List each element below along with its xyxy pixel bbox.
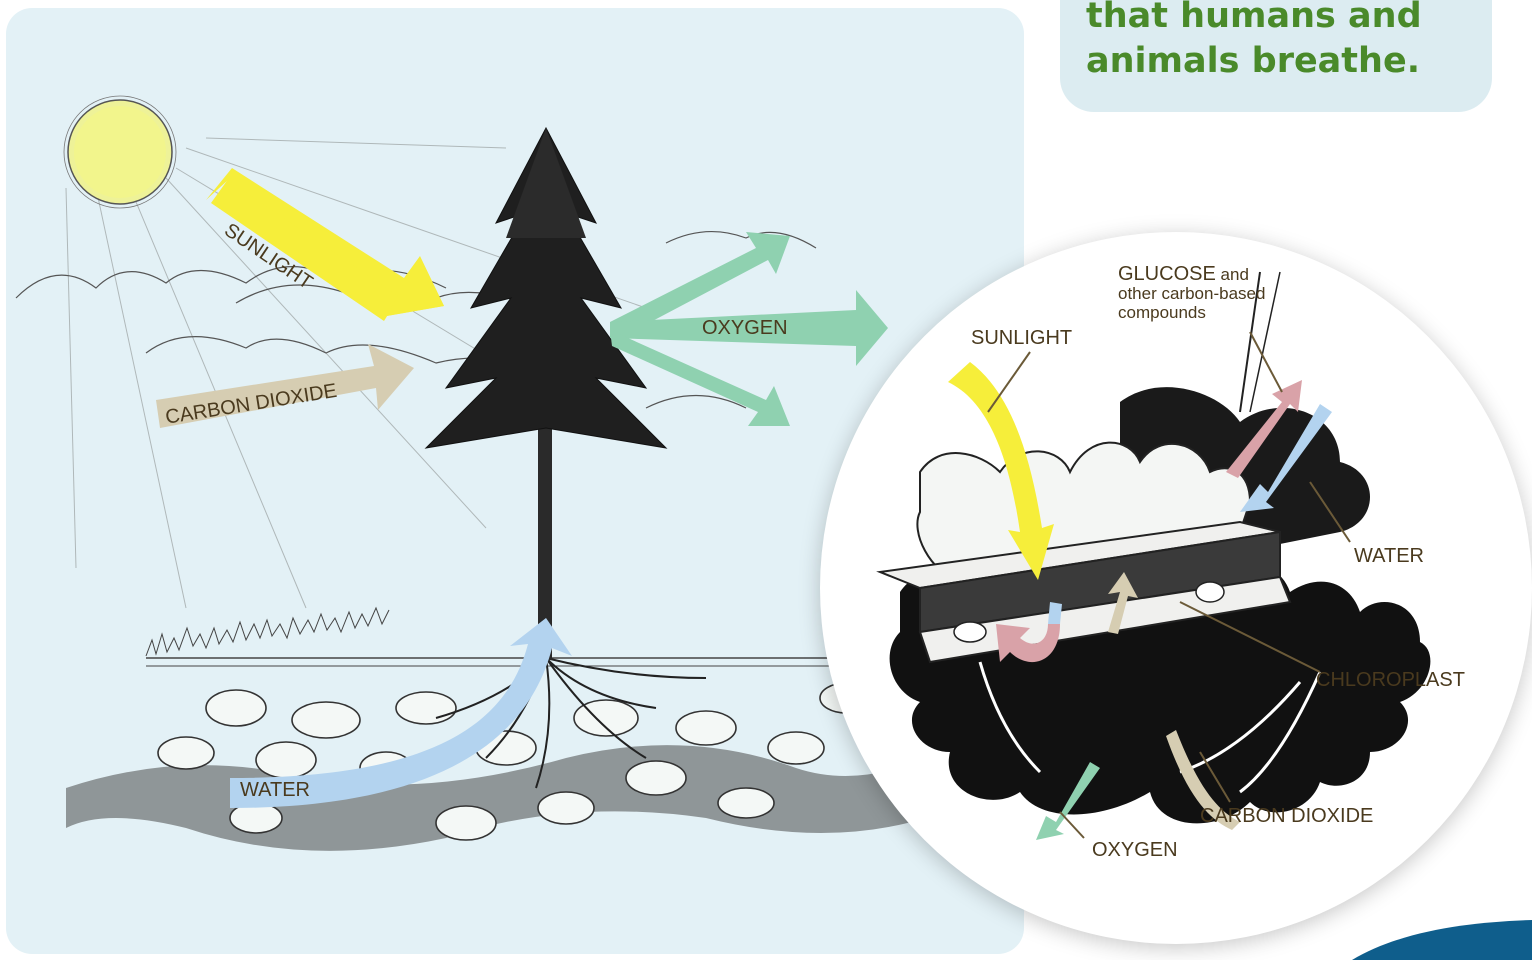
tree-label-oxygen: OXYGEN [702,318,788,338]
leaf-label-carbon-dioxide: CARBON DIOXIDE [1200,806,1373,826]
leaf-illustration [820,232,1532,944]
glucose-and: and [1216,265,1249,284]
glucose-title: GLUCOSE [1118,263,1216,285]
leaf-label-water: WATER [1354,546,1424,566]
leaf-label-oxygen: OXYGEN [1092,840,1178,860]
glucose-line-3: compounds [1118,303,1206,322]
glucose-line-2: other carbon-based [1118,284,1265,303]
leaf-label-sunlight: SUNLIGHT [971,328,1072,348]
leaf-zoom-circle: SUNLIGHT GLUCOSE and other carbon-based … [820,232,1532,944]
callout-box: that humans and animals breathe. [1060,0,1492,112]
tree-label-water: WATER [240,780,310,800]
sun-icon [64,96,176,208]
corner-accent [1312,920,1532,960]
pine-tree [426,128,666,660]
leaf-label-glucose: GLUCOSE and other carbon-based compounds [1118,264,1265,324]
callout-text: that humans and animals breathe. [1086,0,1422,84]
leaf-label-chloroplast: CHLOROPLAST [1316,670,1465,690]
